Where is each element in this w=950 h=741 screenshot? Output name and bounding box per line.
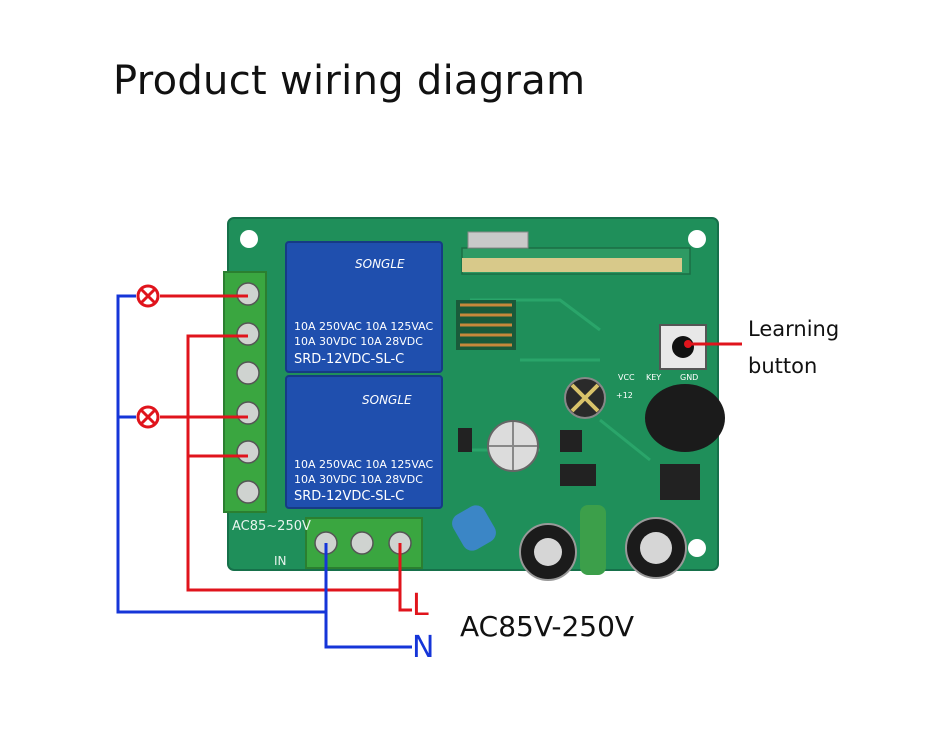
relay-rating: 10A 30VDC 10A 28VDC — [294, 335, 423, 348]
learning-button-pointer — [684, 340, 742, 348]
input-terminal-block — [305, 517, 423, 569]
relay-model: SRD-12VDC-SL-C — [294, 489, 404, 504]
page-title: Product wiring diagram — [113, 58, 586, 104]
capacitors — [452, 377, 725, 581]
relay-brand: SONGLE — [355, 257, 405, 271]
rf-module — [456, 231, 691, 350]
silk-plus12: +12 — [616, 391, 633, 400]
relay-brand: SONGLE — [362, 393, 412, 407]
relay-rating: 10A 250VAC 10A 125VAC — [294, 320, 434, 333]
learning-label-line2: button — [748, 354, 818, 378]
neutral-label: N — [412, 630, 435, 665]
relay-rating: 10A 250VAC 10A 125VAC — [294, 458, 434, 471]
output-terminal-block — [223, 271, 267, 513]
silk-ac-range: AC85~250V — [232, 519, 311, 534]
learning-button[interactable] — [659, 324, 707, 370]
lamp-cross-icon — [136, 284, 160, 308]
silk-in: IN — [274, 554, 287, 568]
neutral-wires — [116, 294, 412, 649]
relay-1: SONGLE 10A 250VAC 10A 125VAC 10A 30VDC 1… — [285, 241, 443, 373]
silk-gnd: GND — [680, 373, 698, 382]
silk-vcc: VCC — [618, 373, 635, 382]
lamp-cross-icon — [136, 405, 160, 429]
relay-2: SONGLE 10A 250VAC 10A 125VAC 10A 30VDC 1… — [285, 375, 443, 509]
live-label: L — [412, 588, 429, 623]
learning-label-line1: Learning — [748, 317, 840, 341]
relay-model: SRD-12VDC-SL-C — [294, 352, 404, 367]
relay-rating: 10A 30VDC 10A 28VDC — [294, 473, 423, 486]
learning-button-label: Learning button — [748, 311, 839, 385]
live-wires — [160, 294, 412, 612]
silk-key: KEY — [646, 373, 661, 382]
voltage-label: AC85V-250V — [460, 610, 635, 643]
